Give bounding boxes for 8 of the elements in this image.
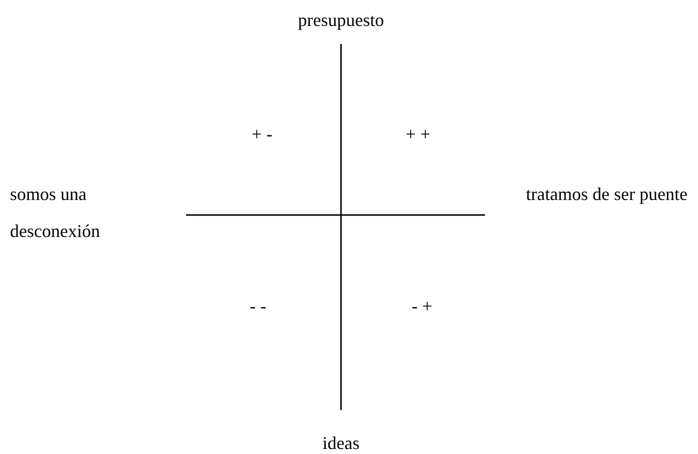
- axis-label: + -: [250, 123, 274, 146]
- axis-label: - +: [410, 295, 434, 318]
- axis-label: presupuesto: [297, 9, 385, 32]
- axis-label: + +: [404, 123, 432, 146]
- axis-label: - -: [248, 295, 268, 318]
- axis-label: tratamos de ser puente: [526, 183, 688, 206]
- axis-label: somos una desconexión: [10, 183, 101, 243]
- axis-label: ideas: [322, 432, 360, 454]
